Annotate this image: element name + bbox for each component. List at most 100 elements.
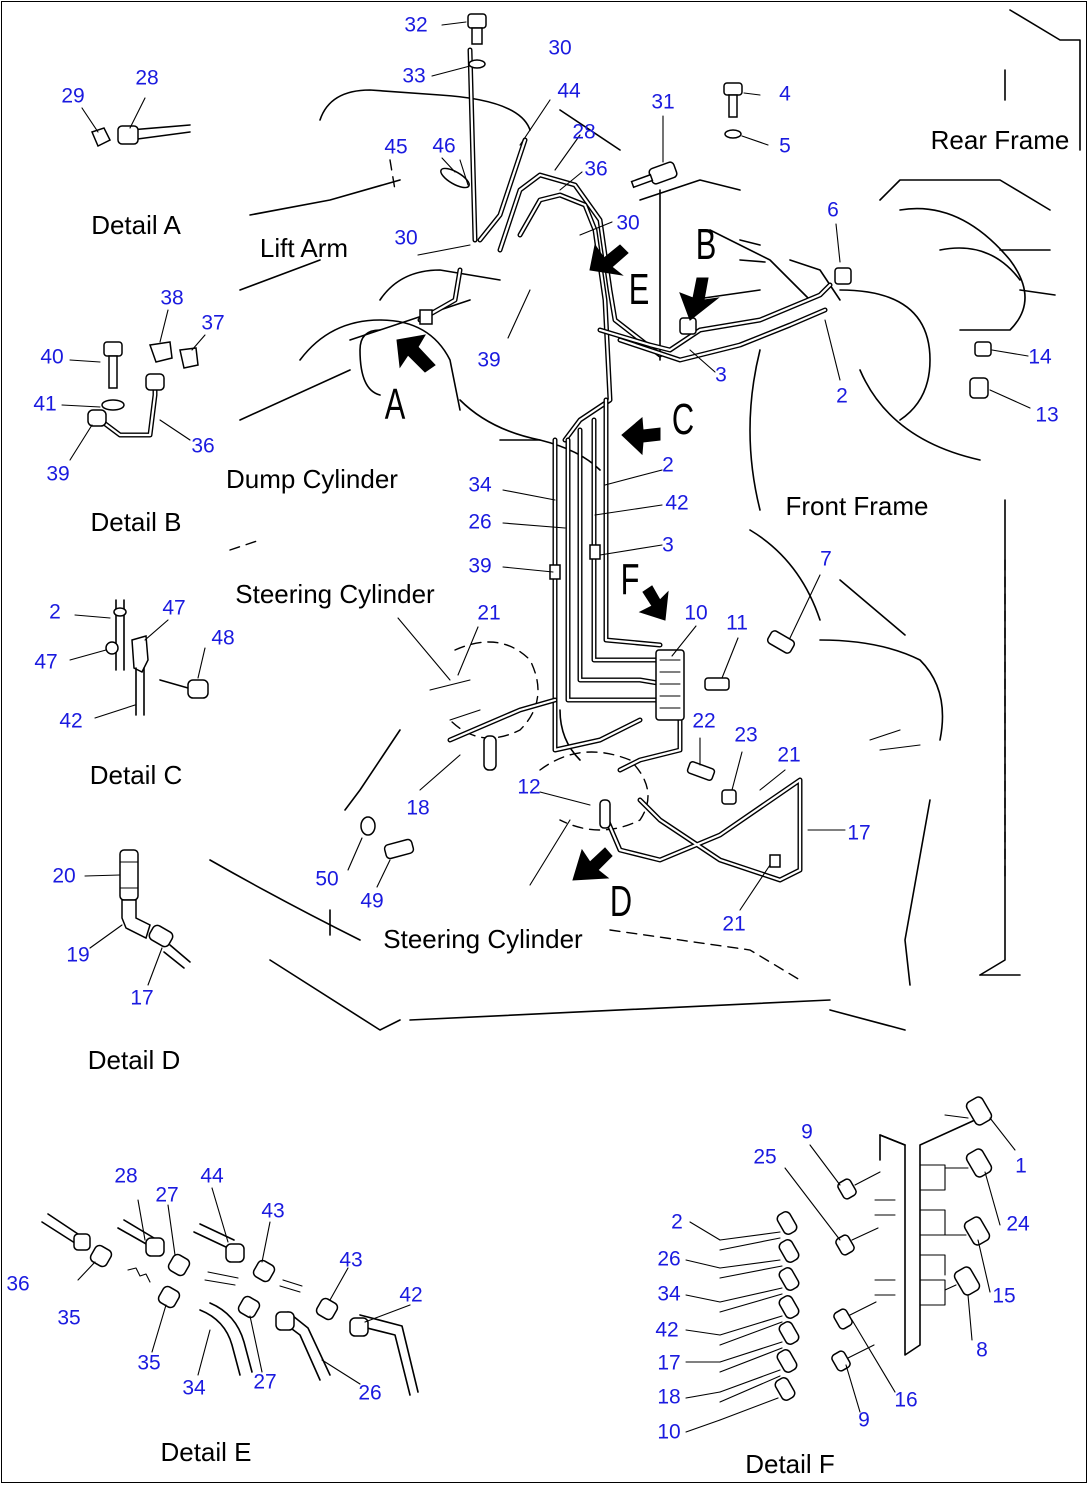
callout-detail-e: 35 <box>57 1306 81 1330</box>
callout-detail-f: 17 <box>657 1351 681 1375</box>
detail-c-artwork <box>69 599 209 719</box>
callout-main: 11 <box>726 611 748 635</box>
label-dump-cylinder: Dump Cylinder <box>226 464 398 494</box>
callout-detail-c: 42 <box>59 709 83 733</box>
callout-detail-d: 19 <box>66 943 90 967</box>
leader-lines <box>347 21 1031 911</box>
callout-detail-f: 26 <box>657 1247 681 1271</box>
callout-detail-c: 48 <box>211 626 235 650</box>
label-detail-a: Detail A <box>91 210 181 240</box>
label-detail-e: Detail E <box>160 1437 252 1467</box>
callout-main: 36 <box>584 157 608 181</box>
callout-detail-f: 1 <box>1015 1154 1027 1178</box>
label-detail-c: Detail C <box>89 760 183 790</box>
callout-detail-e: 36 <box>6 1272 30 1296</box>
view-arrow-e <box>589 243 629 276</box>
callout-main: 28 <box>572 120 596 144</box>
callout-main: 10 <box>684 601 708 625</box>
callout-main: 32 <box>404 13 428 37</box>
callout-main: 39 <box>468 554 492 578</box>
callout-main: 12 <box>517 775 541 799</box>
callout-main: 33 <box>402 64 426 88</box>
callout-main: 3 <box>662 533 674 557</box>
label-detail-f: Detail F <box>745 1449 835 1479</box>
callout-main: 21 <box>477 601 501 625</box>
callout-detail-e: 27 <box>155 1183 179 1207</box>
label-detail-b: Detail B <box>90 507 182 537</box>
view-letter-c: C <box>671 395 695 444</box>
callout-main: 14 <box>1028 345 1052 369</box>
callout-detail-e: 28 <box>114 1164 138 1188</box>
callout-main: 26 <box>468 510 492 534</box>
detail-d-artwork <box>84 849 191 986</box>
label-rear-frame: Rear Frame <box>930 125 1070 155</box>
callout-detail-f: 15 <box>992 1284 1016 1308</box>
callout-main: 7 <box>820 547 832 571</box>
detail-f-hose-ends <box>774 1211 800 1401</box>
view-letter-e: E <box>628 265 650 314</box>
hydraulic-tube-bundle <box>417 47 833 883</box>
callout-detail-d: 20 <box>52 864 76 888</box>
callout-detail-f: 25 <box>753 1145 777 1169</box>
callout-main: 17 <box>847 821 871 845</box>
view-arrow-b <box>679 277 720 321</box>
view-letter-d: D <box>609 877 633 926</box>
callout-detail-a: 28 <box>135 66 159 90</box>
label-front-frame: Front Frame <box>785 491 929 521</box>
view-letter-f: F <box>620 555 640 604</box>
detail-a-artwork <box>81 97 191 148</box>
callout-detail-c: 47 <box>162 596 186 620</box>
callout-detail-a: 29 <box>61 84 85 108</box>
callout-main: 44 <box>557 79 581 103</box>
view-arrow-c <box>621 416 661 456</box>
view-arrow-d <box>572 847 613 881</box>
callout-detail-e: 42 <box>399 1283 423 1307</box>
label-steering-cylinder-lower: Steering Cylinder <box>383 924 583 954</box>
callout-main: 39 <box>477 348 501 372</box>
callout-detail-e: 35 <box>137 1351 161 1375</box>
view-arrow-a <box>396 334 436 373</box>
label-steering-cylinder-upper: Steering Cylinder <box>235 579 435 609</box>
callout-main: 50 <box>315 867 339 891</box>
callout-main: 21 <box>722 912 746 936</box>
detail-b-artwork <box>61 309 206 461</box>
view-letter-a: A <box>384 380 406 429</box>
callout-main: 18 <box>406 796 430 820</box>
callout-detail-e: 27 <box>253 1370 277 1394</box>
callout-detail-d: 17 <box>130 986 154 1010</box>
callout-main: 5 <box>779 134 791 158</box>
callout-detail-e: 44 <box>200 1164 224 1188</box>
callout-detail-f: 18 <box>657 1385 681 1409</box>
callout-main: 30 <box>394 226 418 250</box>
callout-main: 34 <box>468 473 492 497</box>
callout-main: 23 <box>734 723 758 747</box>
callout-detail-b: 39 <box>46 462 70 486</box>
callout-main: 45 <box>384 135 408 159</box>
callout-main: 30 <box>548 36 572 60</box>
callout-main: 22 <box>692 709 716 733</box>
callout-detail-c: 47 <box>34 650 58 674</box>
callout-detail-f: 10 <box>657 1420 681 1444</box>
callout-detail-f: 9 <box>801 1120 813 1144</box>
callout-main: 4 <box>779 82 791 106</box>
callout-main: 2 <box>662 453 674 477</box>
label-lift-arm: Lift Arm <box>259 233 349 263</box>
callout-detail-b: 40 <box>40 345 64 369</box>
callout-detail-f: 16 <box>894 1388 918 1412</box>
callout-main: 3 <box>715 363 727 387</box>
callout-detail-f: 2 <box>671 1210 683 1234</box>
callout-detail-c: 2 <box>49 600 61 624</box>
callout-detail-e: 43 <box>261 1199 285 1223</box>
callout-detail-b: 36 <box>191 434 215 458</box>
callout-detail-f: 42 <box>655 1318 679 1342</box>
callout-main: 6 <box>827 198 839 222</box>
callout-detail-f: 8 <box>976 1338 988 1362</box>
callout-main: 21 <box>777 743 801 767</box>
callout-detail-e: 26 <box>358 1381 382 1405</box>
callout-detail-f: 34 <box>657 1282 681 1306</box>
view-arrow-f <box>638 585 669 621</box>
label-detail-d: Detail D <box>87 1045 181 1075</box>
